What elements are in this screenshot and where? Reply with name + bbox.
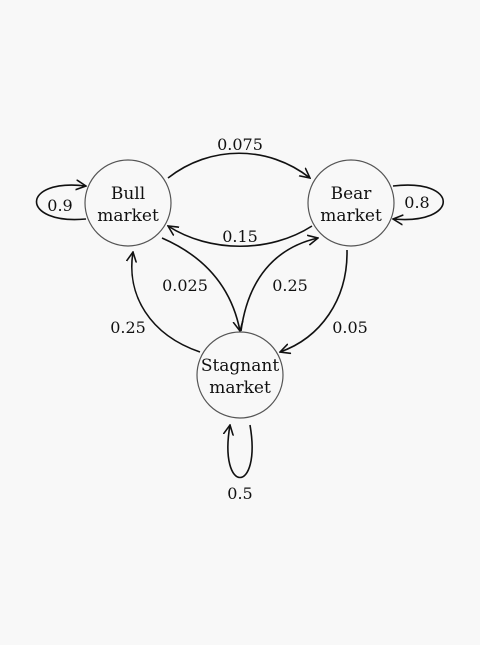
label-stagnant-to-bull: 0.25 <box>110 318 146 337</box>
node-bull-label-line1: Bull <box>111 184 145 204</box>
node-bear-label-line1: Bear <box>331 184 373 204</box>
edge-bull-to-bull <box>35 185 87 221</box>
label-stagnant-to-bear: 0.25 <box>272 276 308 295</box>
label-bull-to-stagnant: 0.025 <box>162 276 208 295</box>
edge-bear-to-bear <box>393 184 445 219</box>
edge-stagnant-to-bull <box>132 252 201 353</box>
node-bear-circle <box>307 159 395 247</box>
node-stagnant-market: Stagnant market <box>196 331 284 419</box>
label-bear-to-bull: 0.15 <box>222 227 258 246</box>
edge-stagnant-to-stagnant <box>228 425 253 479</box>
label-stagnant-to-stagnant: 0.5 <box>227 484 252 503</box>
edge-bull-to-bear <box>167 152 310 178</box>
label-bear-to-stagnant: 0.05 <box>332 318 368 337</box>
edge-bear-to-bull <box>168 226 313 247</box>
node-stagnant-circle <box>196 331 284 419</box>
label-bear-to-bear: 0.8 <box>404 193 429 212</box>
node-bear-label-line2: market <box>320 206 382 226</box>
node-stagnant-label-line2: market <box>209 378 271 398</box>
node-bear-market: Bear market <box>307 159 395 247</box>
label-bull-to-bull: 0.9 <box>47 196 72 215</box>
edge-bull-to-stagnant <box>161 237 240 331</box>
edge-bear-to-stagnant <box>280 249 348 352</box>
node-stagnant-label-line1: Stagnant <box>201 356 280 376</box>
edge-stagnant-to-bear <box>240 238 318 332</box>
node-bull-circle <box>84 159 172 247</box>
label-bull-to-bear: 0.075 <box>217 135 263 154</box>
node-bull-label-line2: market <box>97 206 159 226</box>
node-bull-market: Bull market <box>84 159 172 247</box>
